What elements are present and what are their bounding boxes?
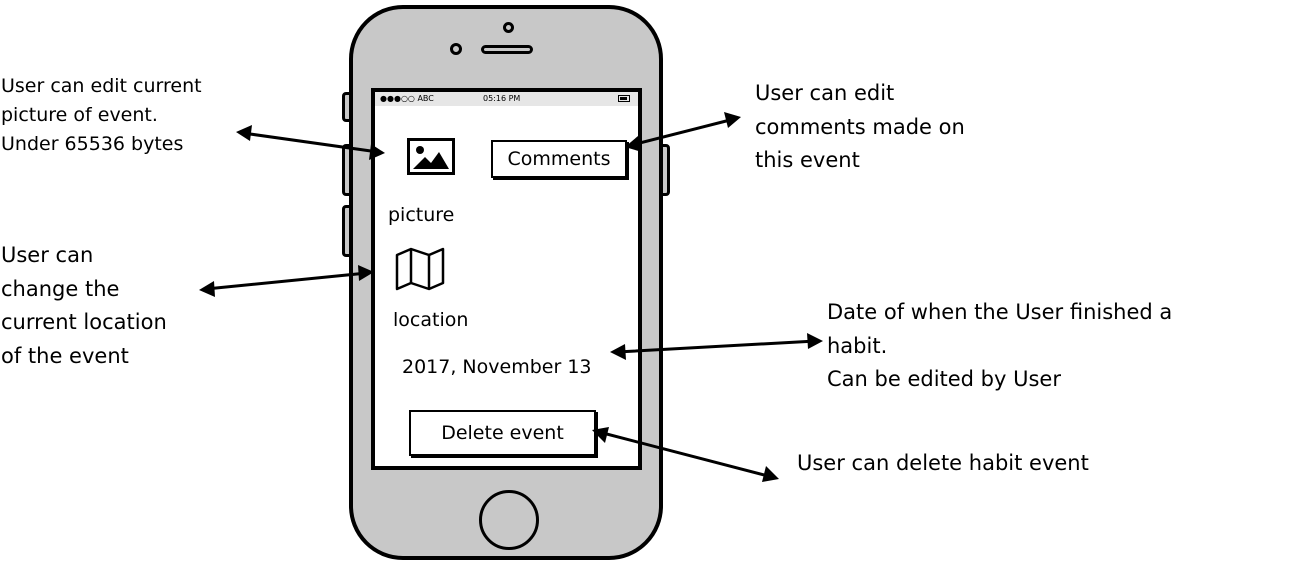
arrowhead bbox=[724, 112, 741, 128]
annotation-line: comments made on bbox=[755, 114, 965, 139]
arrowhead bbox=[762, 466, 779, 482]
comments-button[interactable]: Comments bbox=[491, 140, 627, 178]
arrowhead bbox=[625, 136, 642, 152]
delete-event-button[interactable]: Delete event bbox=[409, 410, 596, 456]
annotation-line: Under 65536 bytes bbox=[1, 133, 184, 155]
map-icon[interactable] bbox=[395, 247, 445, 291]
annotation-line: of the event bbox=[1, 343, 129, 368]
arrow-location bbox=[204, 271, 369, 291]
battery-icon bbox=[618, 95, 630, 102]
status-bar: ●●●○○ ABC 05:16 PM bbox=[375, 92, 638, 106]
status-time: 05:16 PM bbox=[483, 94, 521, 103]
carrier-signal: ●●●○○ ABC bbox=[380, 94, 434, 103]
arrow-comments bbox=[630, 117, 736, 147]
annotation-line: picture of event. bbox=[1, 104, 158, 126]
picture-label: picture bbox=[388, 204, 455, 226]
annotation-line: Date of when the User finished a bbox=[827, 300, 1173, 324]
arrowhead bbox=[592, 427, 609, 443]
proximity-sensor bbox=[450, 43, 462, 55]
arrow-date bbox=[615, 339, 818, 354]
annotation-line: Can be edited by User bbox=[827, 367, 1061, 391]
event-date[interactable]: 2017, November 13 bbox=[402, 356, 592, 378]
annotation-line: current location bbox=[1, 310, 167, 334]
annotation-line: User can edit current bbox=[1, 75, 202, 97]
arrow-delete bbox=[597, 430, 774, 479]
arrowhead bbox=[358, 265, 374, 281]
home-button[interactable] bbox=[479, 490, 539, 550]
annotation-comments: User can edit comments made on this even… bbox=[755, 77, 965, 178]
earpiece-speaker bbox=[481, 45, 533, 54]
arrowhead bbox=[610, 344, 626, 360]
location-label: location bbox=[393, 309, 469, 331]
arrowhead bbox=[807, 333, 823, 349]
annotation-picture: User can edit current picture of event. … bbox=[1, 72, 202, 159]
image-icon[interactable] bbox=[407, 138, 455, 175]
annotation-date: Date of when the User finished a habit. … bbox=[827, 296, 1172, 397]
annotation-line: User can edit bbox=[755, 81, 895, 105]
annotation-line: habit. bbox=[827, 333, 888, 358]
annotation-line: User can bbox=[1, 243, 94, 267]
arrowhead bbox=[369, 144, 385, 160]
arrowhead bbox=[199, 281, 215, 297]
front-camera bbox=[503, 22, 514, 33]
arrowhead bbox=[236, 125, 252, 141]
annotation-line: this event bbox=[755, 148, 860, 172]
arrow-picture bbox=[241, 131, 380, 154]
annotation-delete: User can delete habit event bbox=[797, 451, 1089, 475]
annotation-location: User can change the current location of … bbox=[1, 239, 167, 373]
annotation-line: change the bbox=[1, 276, 120, 301]
